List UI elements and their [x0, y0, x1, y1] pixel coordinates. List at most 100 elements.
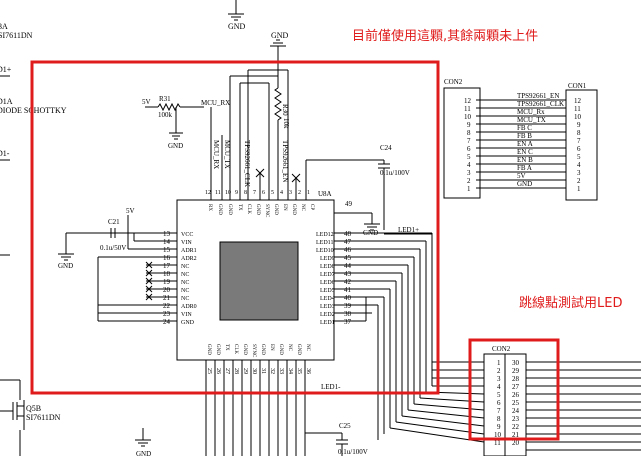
c24-ref: C24 — [380, 144, 392, 152]
con2b-pin-left: 11 — [494, 439, 501, 447]
con2b-pin-left: 7 — [497, 407, 501, 415]
pin-num: 28 — [233, 368, 239, 374]
con2b-pin-right: 28 — [512, 375, 520, 383]
con2b-pin-right: 24 — [512, 407, 520, 415]
con-net-label: FB C — [517, 124, 532, 132]
pin-name: CLK — [246, 204, 251, 214]
pin-num: 1 — [307, 190, 310, 196]
net-led1minus: LED1- — [321, 383, 341, 391]
con-net-label: MCU_TX — [517, 116, 546, 124]
pin-name: LED4 — [320, 296, 335, 302]
con-net-label: EN B — [517, 156, 533, 164]
pin-name: SYNC — [251, 344, 256, 358]
pin-num: 43 — [344, 270, 352, 278]
net-label-d1plus: D1+ — [0, 65, 12, 74]
pin-num: 46 — [344, 246, 352, 254]
u8a-right-leads — [334, 232, 433, 440]
pin-num: 10 — [225, 190, 231, 196]
con2-pin: 7 — [467, 137, 471, 145]
u8a-ref: U8A — [318, 190, 332, 198]
pin-num: 27 — [224, 368, 230, 374]
pin-num: 2 — [298, 190, 301, 196]
gnd-bottom-left: GND — [135, 428, 151, 456]
con1-pin: 9 — [577, 121, 581, 129]
pin-name: RX — [207, 204, 212, 211]
gnd-label: GND — [228, 22, 246, 31]
pin-name: CP — [309, 204, 314, 210]
con2b-pin-left: 10 — [494, 431, 502, 439]
con2-pin: 1 — [467, 185, 471, 193]
highlight-box-test-connector — [468, 338, 560, 441]
note-jumper-test-led: 跳線點測試用LED — [519, 295, 622, 311]
con-net-label: MCU_Rx — [517, 108, 545, 116]
pin-name: EN — [282, 204, 287, 211]
con1-pin: 10 — [574, 113, 582, 121]
pin-name: NC — [181, 264, 189, 270]
gnd-label: GND — [271, 31, 289, 40]
pin-num: 33 — [278, 368, 284, 374]
pin-num: 18 — [163, 270, 171, 278]
net-mcu-rx-vertical: MCU_RX — [212, 140, 220, 169]
pin-num: 17 — [163, 262, 171, 270]
pin-name: GND — [296, 344, 301, 355]
r31-resistor: 5V R31 100k MCU_RX GND — [142, 95, 230, 150]
pin-num: 19 — [163, 278, 171, 286]
pin-num: 45 — [344, 254, 352, 262]
pin-name: ADR1 — [181, 248, 197, 254]
con1-pin: 11 — [574, 105, 581, 113]
pin-num: 6 — [262, 190, 265, 196]
pin-name: GND — [181, 320, 195, 326]
pin-num: 42 — [344, 278, 352, 286]
con2-pin: 3 — [467, 169, 471, 177]
gnd-top-center: GND — [228, 0, 246, 31]
note-only-one-chip-used: 目前僅使用這顆,其餘兩顆未上件 — [352, 28, 538, 44]
pin-num: 26 — [215, 368, 221, 374]
d1a-ref: D1A — [0, 97, 13, 106]
pin-name: GND — [242, 344, 247, 355]
pin-name: NC — [287, 344, 292, 352]
pin-num: 8 — [244, 190, 247, 196]
pin-name: LED3 — [320, 304, 335, 310]
r31-value: 100k — [158, 111, 173, 119]
pin-name: GND — [217, 204, 222, 215]
highlight-box-chip — [30, 60, 440, 395]
con1-pin: 1 — [577, 185, 581, 193]
con-net-label: FB A — [517, 164, 532, 172]
pin-num: 38 — [344, 310, 352, 318]
u8a-thermal-pad — [219, 241, 299, 321]
con-net-label: GND — [517, 180, 532, 188]
con1-pin: 4 — [577, 161, 581, 169]
c24-capacitor: C24 0.1u/100V — [378, 144, 410, 230]
con2b-pin-right: 21 — [512, 431, 520, 439]
c24-value: 0.1u/100V — [380, 169, 410, 177]
con2b-pin-right: 25 — [512, 399, 520, 407]
pin-name: TX — [237, 204, 242, 211]
con2b-pin-right: 29 — [512, 367, 520, 375]
pin-name: SYNC — [264, 204, 269, 218]
net-mcu-tx-vertical: MCU_TX — [223, 140, 231, 169]
pin-name: LED9 — [320, 256, 335, 262]
con2b-pin-left: 2 — [497, 367, 501, 375]
pin-num: 48 — [344, 230, 352, 238]
c21-ref: C21 — [108, 218, 120, 226]
u8a-bottom-pins: GND GND TX CLK GND SYNC GND EN GND NC GN… — [206, 344, 311, 374]
pin-num: 37 — [344, 318, 352, 326]
con2-pin: 11 — [464, 105, 471, 113]
net-tps-clk-vertical: TPS92661_CLK — [243, 140, 251, 187]
pin-49-number: 49 — [345, 200, 353, 208]
pin-num: 30 — [251, 368, 257, 374]
pin-name: GND — [291, 204, 296, 215]
c21-value: 0.1u/50V — [100, 244, 126, 252]
net-tps-en-vertical: TPS92661_EN — [281, 140, 289, 182]
pin-name: GND — [255, 204, 260, 215]
pin-num: 11 — [215, 190, 221, 196]
gnd-label: GND — [168, 142, 183, 150]
pin-num: 25 — [206, 368, 212, 374]
pin-name: LED2 — [320, 312, 335, 318]
gnd-label: GND — [136, 450, 151, 456]
r30-resistor: R30 10k — [274, 87, 290, 200]
r30-value: 10k — [282, 118, 290, 129]
pin-num: 7 — [253, 190, 256, 196]
pin-name: ADR0 — [181, 304, 197, 310]
con2-top-connector: CON2 12 11 10 9 8 7 6 5 4 3 2 1 — [443, 78, 570, 199]
